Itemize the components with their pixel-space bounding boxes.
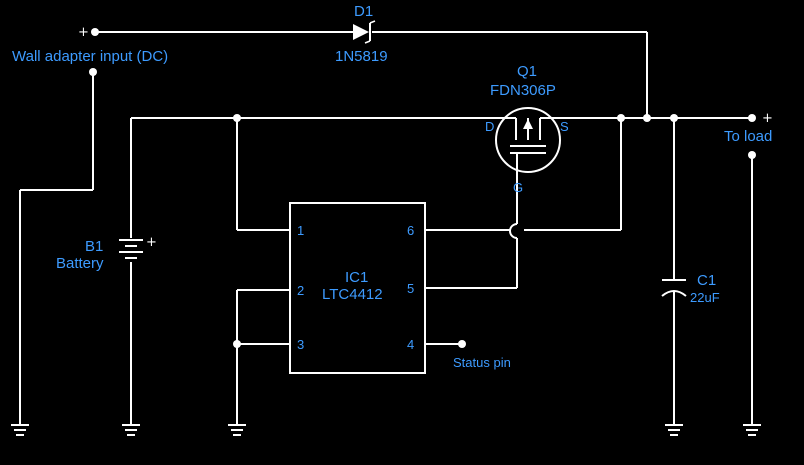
input-label: Wall adapter input (DC): [12, 48, 168, 65]
ground-icon: [122, 424, 140, 436]
battery-ref: B1: [85, 238, 103, 255]
ic-pin-1: 1: [297, 223, 304, 238]
ground-icon: [743, 424, 761, 436]
diode-part: 1N5819: [335, 48, 388, 65]
diode-ref: D1: [354, 3, 373, 20]
mosfet-ref: Q1: [517, 63, 537, 80]
mosfet-part: FDN306P: [490, 82, 556, 99]
load-plus-sign: +: [762, 111, 773, 126]
ground-icon: [228, 424, 246, 436]
mosfet-symbol: [495, 107, 561, 188]
ic-pin-3: 3: [297, 337, 304, 352]
input-plus-sign: +: [78, 25, 89, 40]
ic-pin-6: 6: [407, 223, 414, 238]
ic-pin-2: 2: [297, 283, 304, 298]
ic-ref: IC1: [345, 269, 368, 286]
ground-symbols: [11, 424, 761, 436]
capacitor-value: 22uF: [690, 290, 720, 305]
mosfet-pin-d: D: [485, 119, 494, 134]
status-pin-label: Status pin: [453, 355, 511, 370]
junctions: [89, 28, 756, 348]
battery-plus-sign: +: [146, 235, 157, 250]
ic-pin-4: 4: [407, 337, 414, 352]
capacitor-ref: C1: [697, 272, 716, 289]
ic-part: LTC4412: [322, 286, 383, 303]
diode-symbol: [353, 20, 376, 44]
battery-name: Battery: [56, 255, 104, 272]
ground-icon: [665, 424, 683, 436]
mosfet-pin-g: G: [513, 180, 523, 195]
ground-icon: [11, 424, 29, 436]
load-label: To load: [724, 128, 772, 145]
mosfet-pin-s: S: [560, 119, 569, 134]
ic-body: [289, 202, 426, 374]
wires: [19, 31, 753, 425]
battery-symbol: [119, 239, 143, 259]
capacitor-symbol: [661, 279, 687, 297]
ic-pin-5: 5: [407, 281, 414, 296]
